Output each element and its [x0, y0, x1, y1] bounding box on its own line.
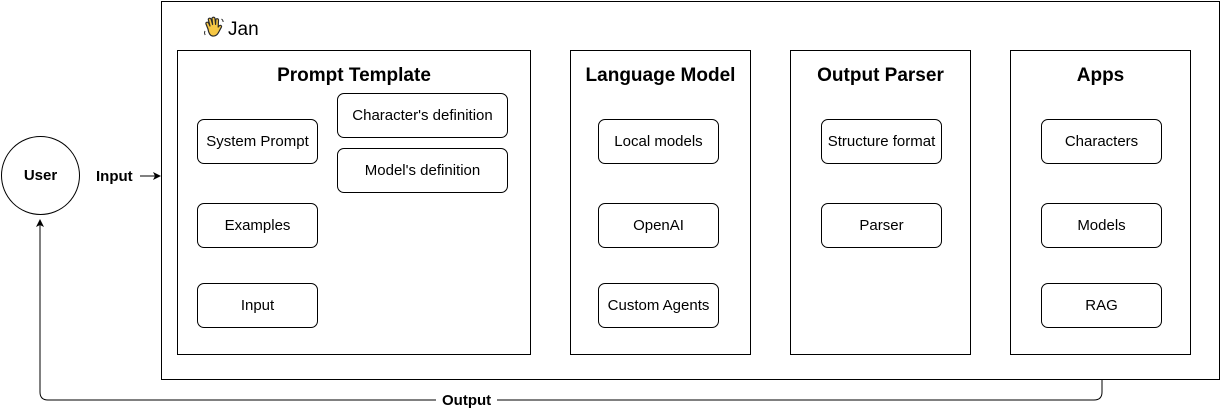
system-prompt-node: System Prompt [197, 119, 318, 164]
waving-hand-icon [202, 15, 226, 45]
models-node: Models [1041, 203, 1162, 248]
structure-format-label: Structure format [827, 133, 936, 150]
examples-node: Examples [197, 203, 318, 248]
rag-node: RAG [1041, 283, 1162, 328]
openai-label: OpenAI [633, 217, 684, 234]
output-parser-panel: Output Parser [790, 50, 971, 355]
user-node: User [1, 136, 80, 215]
parser-node: Parser [821, 203, 942, 248]
input-node: Input [197, 283, 318, 328]
rag-label: RAG [1085, 297, 1118, 314]
user-label: User [23, 167, 58, 184]
examples-label: Examples [224, 217, 291, 234]
characters-label: Characters [1064, 133, 1139, 150]
brand-name: Jan [228, 19, 259, 40]
language-model-title: Language Model [585, 65, 736, 86]
openai-node: OpenAI [598, 203, 719, 248]
local-models-label: Local models [614, 133, 703, 150]
output-edge-label: Output [436, 392, 498, 409]
local-models-node: Local models [598, 119, 719, 164]
model-definition-node: Model's definition [337, 148, 508, 193]
system-prompt-label: System Prompt [206, 133, 309, 150]
model-definition-label: Model's definition [364, 162, 481, 179]
models-label: Models [1077, 217, 1126, 234]
output-loop-line [36, 219, 1103, 401]
brand: Jan [202, 15, 259, 45]
custom-agents-label: Custom Agents [607, 297, 710, 314]
character-definition-node: Character's definition [337, 93, 508, 138]
apps-title: Apps [1076, 65, 1125, 86]
custom-agents-node: Custom Agents [598, 283, 719, 328]
characters-node: Characters [1041, 119, 1162, 164]
output-parser-title: Output Parser [817, 65, 944, 86]
structure-format-node: Structure format [821, 119, 942, 164]
parser-label: Parser [859, 217, 904, 234]
input-label: Input [240, 297, 275, 314]
prompt-template-title: Prompt Template [277, 65, 431, 86]
character-definition-label: Character's definition [352, 107, 493, 124]
input-edge-label: Input [92, 168, 137, 185]
